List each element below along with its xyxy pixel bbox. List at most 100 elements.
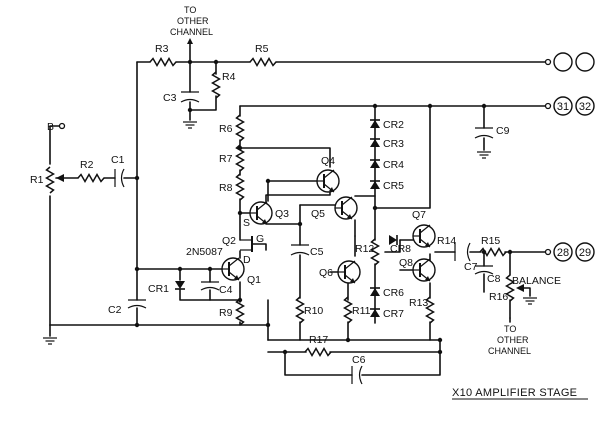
transistor-q4 [316, 169, 340, 193]
terminal-31-label: 31 [557, 101, 569, 113]
transistor-q1 [221, 257, 245, 281]
capacitor-c2 [127, 299, 147, 309]
label-cr3: CR3 [383, 138, 404, 150]
label-q5: Q5 [311, 208, 325, 220]
label-r9: R9 [219, 307, 233, 319]
input-terminal-b [58, 122, 66, 130]
label-r5: R5 [255, 43, 269, 55]
label-c9: C9 [496, 125, 510, 137]
terminal-pair-31-32: 31 32 [553, 96, 595, 116]
input-b-label: B [47, 121, 54, 133]
transistor-q6 [337, 260, 361, 284]
label-r8: R8 [219, 182, 233, 194]
terminal-pair-top [553, 52, 595, 72]
transistor-q5 [334, 196, 358, 220]
label-c3: C3 [163, 92, 177, 104]
transistor-q7 [412, 224, 436, 248]
fet-q2 [240, 236, 253, 252]
label-c2: C2 [108, 304, 122, 316]
diode-cr6 [369, 287, 381, 297]
resistor-r17 [304, 347, 332, 357]
label-q3: Q3 [275, 208, 289, 220]
capacitor-c1 [114, 168, 125, 188]
resistor-r9 [235, 298, 245, 326]
resistor-r10 [295, 296, 305, 324]
resistor-r2 [77, 173, 105, 183]
r16-wiper [516, 284, 524, 292]
label-r1: R1 [30, 174, 44, 186]
label-r14: R14 [437, 235, 456, 247]
pin-g-label: G [256, 233, 264, 245]
capacitor-c3 [180, 91, 200, 103]
terminal-node-31-32 [544, 102, 552, 110]
note-line: TO [184, 5, 196, 15]
label-c4: C4 [219, 284, 233, 296]
resistor-r11 [343, 296, 353, 324]
resistor-r3 [149, 57, 177, 67]
note-line: OTHER [177, 16, 209, 26]
label-c8: C8 [487, 273, 501, 285]
resistor-r4 [211, 71, 221, 99]
capacitor-c5 [290, 244, 310, 256]
label-r11: R11 [352, 305, 371, 317]
diode-cr2 [369, 119, 381, 129]
resistor-r6 [235, 114, 245, 142]
label-q2: Q2 [222, 235, 236, 247]
label-q6: Q6 [319, 267, 333, 279]
label-q1: Q1 [247, 274, 261, 286]
label-cr1: CR1 [148, 283, 169, 295]
label-cr8: CR8 [390, 243, 411, 255]
capacitor-c8 [474, 265, 494, 275]
label-cr6: CR6 [383, 287, 404, 299]
label-r16: R16 [489, 291, 508, 303]
capacitor-c7 [454, 242, 471, 262]
pin-s-label: S [243, 217, 250, 229]
ground-r16 [522, 297, 538, 305]
label-r2: R2 [80, 159, 94, 171]
terminal-32-label: 32 [579, 101, 591, 113]
label-q8: Q8 [399, 257, 413, 269]
note-line: OTHER [497, 335, 529, 345]
terminal-28-label: 28 [557, 247, 569, 259]
diagram-title: X10 AMPLIFIER STAGE [452, 387, 577, 399]
terminal-pair-28-29: 28 29 [553, 242, 595, 262]
label-r13: R13 [409, 297, 428, 309]
ground-main [42, 337, 58, 345]
diode-cr1 [174, 280, 186, 290]
label-cr4: CR4 [383, 159, 404, 171]
label-q4: Q4 [321, 155, 335, 167]
ground-c9 [476, 151, 492, 159]
balance-label: BALANCE [512, 275, 561, 287]
label-cr7: CR7 [383, 308, 404, 320]
wiring [49, 43, 546, 376]
label-r15: R15 [481, 235, 500, 247]
label-r4: R4 [222, 71, 236, 83]
part-number-label: 2N5087 [186, 246, 223, 258]
ground-c3 [182, 121, 198, 129]
label-c6: C6 [352, 354, 366, 366]
terminal-node-top [544, 58, 552, 66]
transistor-q3 [249, 201, 273, 225]
label-c7: C7 [464, 261, 478, 273]
capacitor-c9 [474, 127, 494, 139]
label-r7: R7 [219, 153, 233, 165]
resistor-r8 [235, 173, 245, 201]
label-cr5: CR5 [383, 180, 404, 192]
transistor-q8 [412, 258, 436, 282]
terminal-29-label: 29 [579, 247, 591, 259]
label-r12: R12 [355, 243, 374, 255]
label-q7: Q7 [412, 209, 426, 221]
note-line: TO [504, 324, 516, 334]
junction-dots [134, 59, 513, 355]
diode-cr5 [369, 180, 381, 190]
label-c1: C1 [111, 154, 125, 166]
capacitor-c4 [200, 281, 220, 291]
to-other-channel-bottom: TO OTHER CHANNEL [488, 317, 531, 356]
resistor-r5 [249, 57, 277, 67]
note-line: CHANNEL [488, 346, 531, 356]
label-c5: C5 [310, 246, 324, 258]
component-labels: B R1 R2 C1 R3 R5 R4 C3 R6 R7 R8 R9 R10 R… [30, 43, 561, 366]
terminal-node-28-29 [544, 248, 552, 256]
label-r10: R10 [304, 305, 323, 317]
